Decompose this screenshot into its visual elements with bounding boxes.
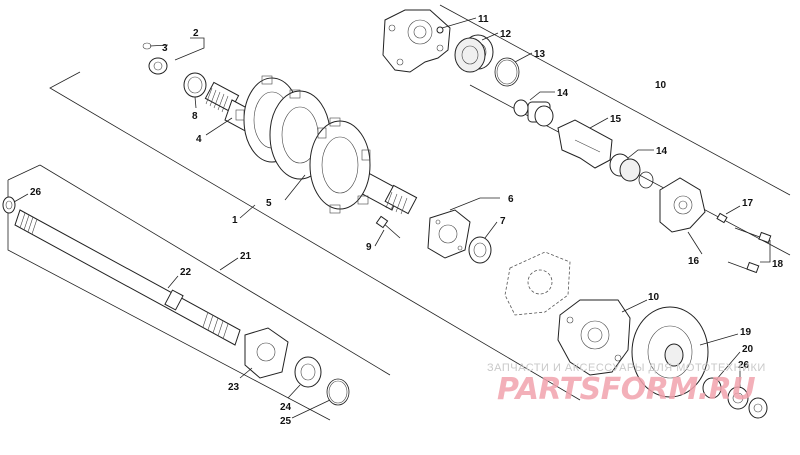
part-6-flange: [427, 209, 471, 259]
callout-20: 20: [742, 344, 754, 355]
callout-8: 8: [192, 111, 198, 122]
watermark-logo: PARTSFORM.RU: [497, 372, 756, 407]
part-26-nut-right: [727, 386, 768, 419]
callout-labels: 2 3 8 4 5 1 6 7 9 11 12 13 10 14 15 14 1…: [30, 14, 784, 427]
callout-3: 3: [162, 43, 168, 54]
callout-21: 21: [240, 251, 252, 262]
part-7-seal: [468, 236, 492, 264]
callout-14-lower: 14: [656, 146, 668, 157]
callout-4: 4: [196, 134, 202, 145]
drive-shaft-assembly: [204, 75, 418, 215]
part-26-nut-left: [2, 196, 16, 214]
callout-16: 16: [688, 256, 700, 267]
leader-lines: [13, 17, 771, 419]
part-24-bearing: [294, 356, 322, 388]
part-8-ring: [183, 72, 207, 98]
callout-13: 13: [534, 49, 546, 60]
part-3-oring: [142, 42, 168, 75]
part-19-pulley: [631, 306, 709, 398]
callout-25: 25: [280, 416, 292, 427]
part-14-bushings-upper: [513, 99, 554, 127]
part-13-snap-ring: [494, 57, 520, 87]
watermark-tagline: ЗАПЧАСТИ И АКСЕССУАРЫ ДЛЯ МОТОТЕХНИКИ: [487, 362, 766, 374]
callout-23: 23: [228, 382, 240, 393]
part-15-plate: [557, 119, 613, 169]
callout-9: 9: [366, 242, 372, 253]
part-14-bushings-lower: [609, 153, 654, 189]
callout-19: 19: [740, 327, 752, 338]
callout-22: 22: [180, 267, 192, 278]
callout-18: 18: [772, 259, 784, 270]
part-9-bolt: [375, 215, 401, 239]
callout-14-upper: 14: [557, 88, 569, 99]
part-11-dowel: [436, 26, 444, 34]
part-20-spacer: [702, 377, 722, 399]
callout-24: 24: [280, 402, 292, 413]
part-18-bolts: [727, 227, 772, 274]
part-23-flange: [244, 327, 289, 379]
callout-26-left: 26: [30, 187, 42, 198]
callout-10-upper: 10: [655, 80, 667, 91]
gasket-outline: [504, 251, 571, 316]
callout-1: 1: [232, 215, 238, 226]
part-25-ring: [326, 378, 350, 406]
callout-17: 17: [742, 198, 754, 209]
callout-6: 6: [508, 194, 514, 205]
callout-11: 11: [478, 14, 489, 25]
gear-case-upper: [382, 9, 451, 73]
callout-10-lower: 10: [648, 292, 660, 303]
callout-2: 2: [193, 28, 199, 39]
part-16-cap: [659, 177, 706, 233]
callout-15: 15: [610, 114, 622, 125]
part-22-axle: [14, 209, 241, 346]
callout-12: 12: [500, 29, 512, 40]
callout-5: 5: [266, 198, 272, 209]
callout-7: 7: [500, 216, 506, 227]
callout-26-right: 26: [738, 360, 750, 371]
gear-case-lower: [557, 299, 631, 376]
part-12-bearing: [454, 34, 494, 73]
part-17-pin: [716, 212, 728, 224]
